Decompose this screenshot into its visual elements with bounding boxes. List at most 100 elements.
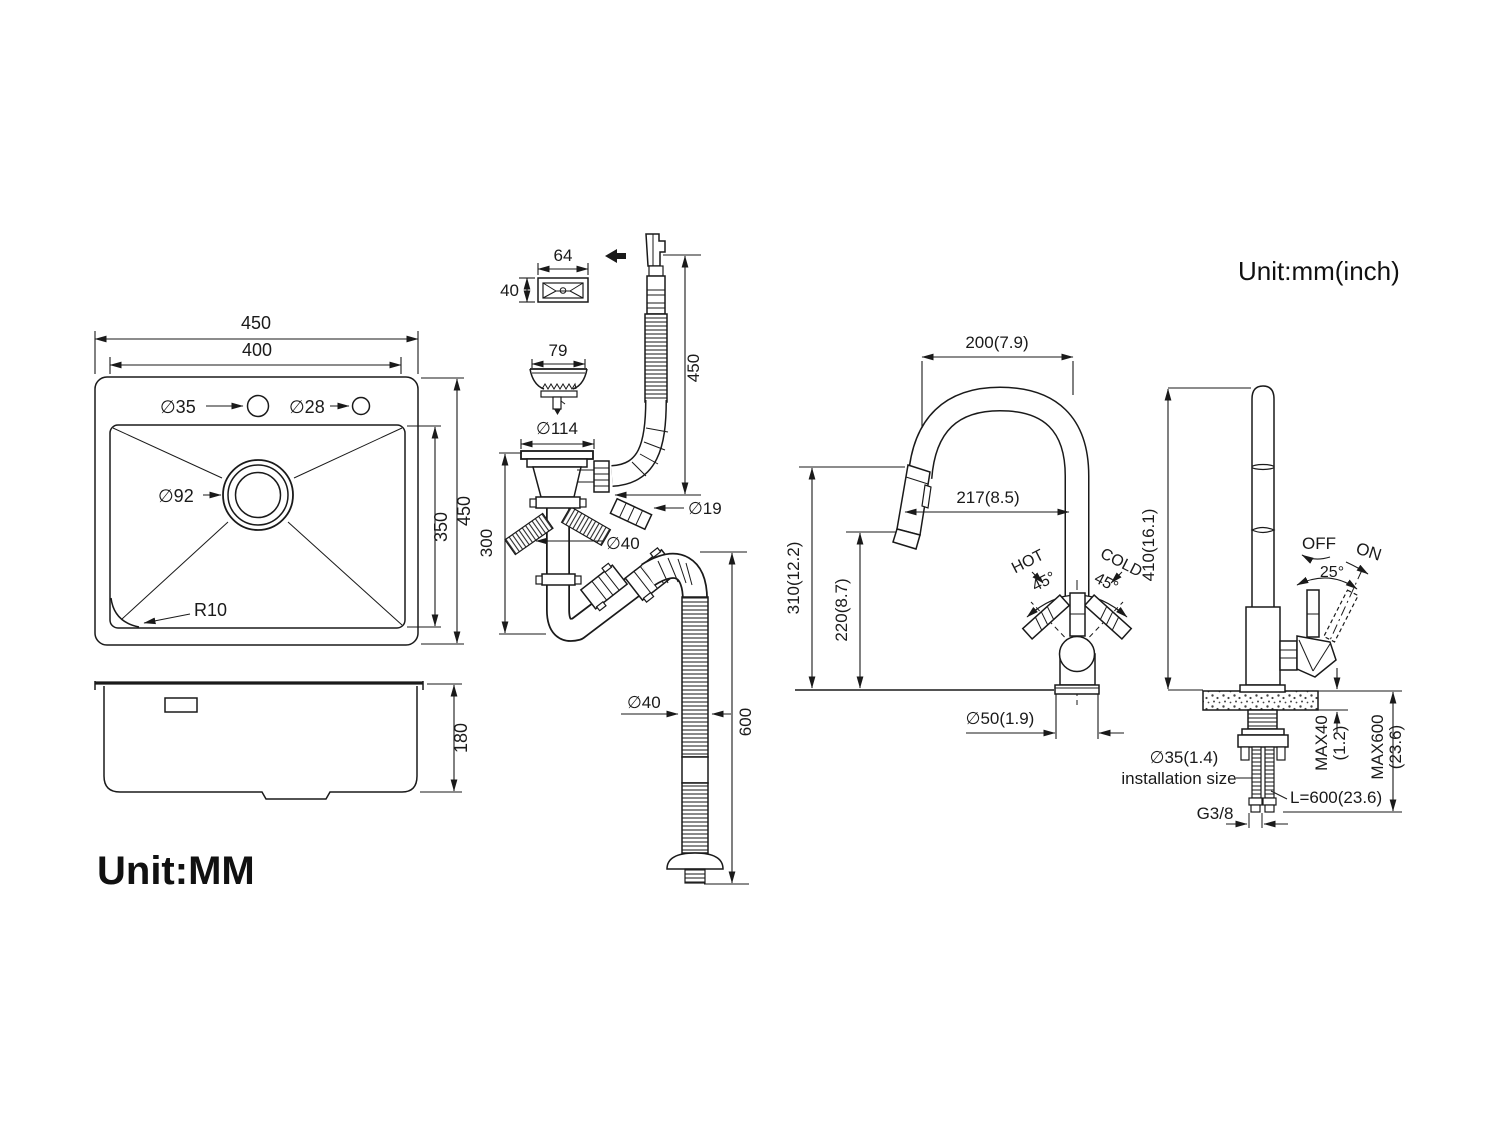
label-installation-hole: ∅35(1.4) installation size [1121, 748, 1252, 788]
height-total-label: 310(12.2) [784, 542, 803, 615]
mounting-bolt-left [1240, 746, 1250, 761]
sink-basin [109, 424, 406, 629]
label-supply-hose-length: L=600(23.6) [1270, 788, 1382, 807]
hose-smooth-section [681, 756, 709, 784]
installation-size-label: installation size [1121, 769, 1236, 788]
label-tailpipe: ∅40 [535, 534, 640, 553]
label-hole-left: ∅35 [160, 397, 244, 417]
supply-hose-right [1264, 746, 1275, 799]
strainer-label: 79 [549, 341, 568, 360]
overflow-fitting-top-view: 64 40 [500, 246, 589, 303]
dim-base-diameter: ∅50(1.9) [966, 694, 1124, 739]
unit-mm-label: Unit:MM [97, 849, 255, 893]
hot-lever [1021, 594, 1071, 640]
left-corrugated-stub [504, 512, 554, 556]
dim-height-total: 310(12.2) [784, 466, 905, 689]
installation-hole-label: ∅35(1.4) [1150, 748, 1219, 767]
base-diameter-label: ∅50(1.9) [966, 709, 1035, 728]
overflow-height-label: 40 [500, 281, 519, 300]
hose-length-label: 600 [736, 708, 755, 736]
faucet-base [1054, 684, 1100, 695]
supply-hose-length-label: L=600(23.6) [1290, 788, 1382, 807]
overflow-pipe-connector [609, 497, 653, 531]
label-thread-size: G3/8 [1197, 804, 1288, 828]
flange-label: ∅114 [536, 419, 578, 438]
trap-union-1 [579, 562, 629, 612]
overflow-hose-length-label: 450 [684, 354, 703, 382]
dim-below-max: MAX600 (23.6) [1283, 691, 1405, 813]
hot-label: HOT [1009, 547, 1047, 578]
basin-diagonal-creases [112, 427, 403, 626]
supply-hose-left [1251, 746, 1262, 799]
overflow-pipe-label: ∅19 [688, 499, 722, 518]
threaded-shank [1247, 709, 1278, 730]
soap-dispenser-hole [351, 396, 371, 416]
dim-depth: 180 [420, 683, 471, 793]
overflow-head [645, 233, 666, 267]
handle-angle-arc [1296, 576, 1358, 590]
tailpipe-label: ∅40 [606, 534, 640, 553]
dim-overflow-height: 40 [500, 277, 535, 303]
drain-assembly: 64 40 79 ∅114 [477, 233, 755, 885]
dim-width-outer: 450 [94, 313, 419, 374]
dim-height-outer: 450 [421, 377, 474, 645]
label-hose-diameter: ∅40 [621, 693, 731, 718]
sink-outer-rim [94, 376, 419, 646]
corner-radius-arc [110, 597, 140, 628]
label-drain: ∅92 [158, 486, 222, 506]
mounting-bolt-right [1276, 746, 1286, 761]
hose-corrugated-lower [681, 782, 709, 854]
hose-curve-ribs [657, 557, 693, 586]
hot-angle-label: 45° [1029, 569, 1058, 595]
strainer-basket: 79 [529, 341, 588, 415]
dim-strainer: 79 [531, 341, 586, 368]
faucet-hole [246, 394, 270, 418]
height-spout-label: 220(8.7) [832, 578, 851, 641]
dim-overflow-hose-length: 450 [614, 254, 703, 499]
unit-mm-inch-label: Unit:mm(inch) [1238, 256, 1400, 286]
flange-funnel [532, 466, 582, 498]
height-inner-label: 350 [431, 512, 451, 542]
off-arrow-icon [1301, 554, 1331, 564]
handle-hub [1279, 640, 1298, 671]
spout-joint-lower [1250, 526, 1276, 534]
label-hole-right: ∅28 [289, 397, 350, 417]
overflow-hose: 450 [577, 233, 703, 499]
handle-base-lump [1296, 635, 1337, 678]
deck-max-label: MAX40 [1312, 715, 1331, 771]
dim-spout-reach-inner: 217(8.5) [904, 488, 1070, 516]
deck-max-inch-label: (1.2) [1330, 726, 1349, 761]
overflow-bend-ribs [631, 427, 669, 477]
faucet-side-view: 25° OFF ON 410(16.1) MAX40 (1.2) MAX600 … [1121, 385, 1405, 828]
overflow-slot [164, 697, 198, 713]
faucet-ball-joint [1058, 635, 1096, 673]
overflow-tee-union [577, 460, 610, 493]
mounting-washer [1241, 728, 1285, 736]
flange-top-plate [520, 450, 594, 460]
hose-diameter-label: ∅40 [627, 693, 661, 712]
dim-spout-reach: 200(7.9) [921, 333, 1074, 428]
pulldown-spray-head [892, 464, 932, 550]
label-overflow-pipe: ∅19 [653, 499, 722, 518]
flange-nut [535, 496, 581, 509]
hose-fitting-right [1262, 797, 1277, 806]
spout-reach-label: 200(7.9) [965, 333, 1028, 352]
dim-width-inner: 400 [109, 340, 402, 374]
dim-deck-max: MAX40 (1.2) [1312, 668, 1402, 771]
overflow-corrugated-section [644, 313, 668, 403]
dim-hose-length: 600 [700, 551, 755, 885]
faucet-front-view: HOT 45° COLD 45° 310(12.2) 220(8.7) 200(… [784, 333, 1145, 739]
drain-opening [222, 459, 294, 531]
hose-fitting-left [1248, 797, 1263, 806]
spout-joint-upper [1251, 463, 1275, 471]
on-label: ON [1354, 539, 1384, 565]
side-body [1245, 606, 1281, 686]
hose-corrugated-upper [681, 596, 709, 758]
dim-height-inner: 350 [407, 425, 451, 628]
sink-side-view: 180 [94, 681, 471, 800]
spout-reach-inner-label: 217(8.5) [956, 488, 1019, 507]
corner-radius-label: R10 [194, 600, 227, 620]
height-outer-label: 450 [454, 496, 474, 526]
